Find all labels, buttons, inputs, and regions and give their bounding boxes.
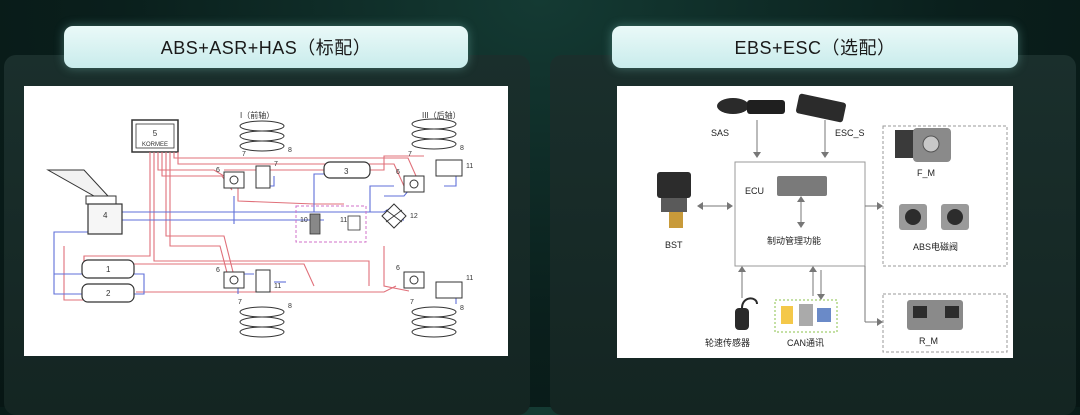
svg-text:7: 7 xyxy=(410,299,414,306)
svg-text:6: 6 xyxy=(216,167,220,174)
svg-text:6: 6 xyxy=(216,267,220,274)
svg-text:8: 8 xyxy=(288,303,292,310)
front-axle-label: I（前轴） xyxy=(240,110,274,120)
svg-text:2: 2 xyxy=(106,289,111,298)
wheel-speed-sensor: 轮速传感器 xyxy=(705,297,758,348)
air-tank-3: 3 xyxy=(323,161,371,179)
svg-text:ESC_S: ESC_S xyxy=(835,128,865,138)
kormee-ecu: 5 KORMEE xyxy=(131,119,179,153)
esc-s-sensor: ESC_S xyxy=(796,93,865,138)
abs-solenoid-valves: ABS电磁阀 xyxy=(899,204,969,252)
abs-schematic: 5 KORMEE I（前轴） III（后轴） xyxy=(24,86,508,356)
svg-text:ABS电磁阀: ABS电磁阀 xyxy=(913,241,958,252)
svg-text:4: 4 xyxy=(103,211,108,220)
rear-bottom-airbag: 8 xyxy=(411,305,464,338)
svg-text:F_M: F_M xyxy=(917,168,935,178)
svg-text:1: 1 xyxy=(106,265,111,274)
rm-group-frame xyxy=(882,293,1008,353)
rear-axle-label: III（后轴） xyxy=(422,110,461,120)
svg-text:6: 6 xyxy=(396,169,400,176)
svg-text:8: 8 xyxy=(460,145,464,152)
ebs-esc-title: EBS+ESC（选配） xyxy=(612,26,1018,68)
svg-text:SAS: SAS xyxy=(711,128,729,138)
r-m-module: R_M xyxy=(907,300,963,346)
abs-asr-has-title: ABS+ASR+HAS（标配） xyxy=(64,26,468,68)
svg-text:8: 8 xyxy=(460,305,464,312)
ecu-unit xyxy=(777,176,827,196)
svg-text:8: 8 xyxy=(288,147,292,154)
svg-text:11: 11 xyxy=(466,275,473,282)
relay-module: 10 11 12 xyxy=(295,203,418,243)
sas-sensor: SAS xyxy=(711,98,785,138)
ecu-brand: KORMEE xyxy=(142,142,168,148)
front-bottom-modulator: 6 11 7 xyxy=(216,267,281,306)
brake-management-label: 制动管理功能 xyxy=(767,235,821,246)
svg-text:10: 10 xyxy=(300,217,308,224)
svg-text:7: 7 xyxy=(274,161,278,168)
f-m-module: F_M xyxy=(895,128,951,178)
svg-text:7: 7 xyxy=(408,151,412,158)
svg-text:11: 11 xyxy=(340,217,347,224)
ecu-number: 5 xyxy=(153,129,158,138)
ebs-block-diagram-drawing: SAS ESC_S F_M BST ECU 制动管理功能 xyxy=(657,93,1008,353)
valve-group-frame xyxy=(882,125,1008,267)
air-tank-2: 2 xyxy=(81,283,135,303)
svg-text:7: 7 xyxy=(242,151,246,158)
valve-4: 4 xyxy=(87,203,123,235)
svg-text:BST: BST xyxy=(665,240,683,250)
can-bus: CAN通讯 xyxy=(774,299,838,348)
rear-top-airbag: 8 xyxy=(411,118,464,152)
ebs-block-diagram: SAS ESC_S F_M BST ECU 制动管理功能 xyxy=(617,86,1013,358)
svg-text:6: 6 xyxy=(396,265,400,272)
svg-text:11: 11 xyxy=(466,163,473,170)
svg-text:3: 3 xyxy=(344,167,349,176)
bst-valve: BST xyxy=(657,172,691,250)
abs-schematic-drawing: 5 KORMEE I（前轴） III（后轴） xyxy=(46,110,473,338)
front-top-modulator: 6 7 7 xyxy=(216,151,278,189)
svg-text:7: 7 xyxy=(238,299,242,306)
svg-text:12: 12 xyxy=(410,213,418,220)
ecu-label: ECU xyxy=(745,186,764,196)
air-tank-1: 1 xyxy=(81,259,135,279)
rear-bottom-modulator: 6 11 7 xyxy=(396,265,473,306)
brake-pedal xyxy=(46,169,117,205)
svg-text:R_M: R_M xyxy=(919,336,938,346)
svg-text:轮速传感器: 轮速传感器 xyxy=(705,337,750,348)
front-top-airbag: 8 xyxy=(239,120,292,154)
front-bottom-airbag: 8 xyxy=(239,303,292,338)
rear-top-modulator: 6 11 7 xyxy=(396,151,473,193)
svg-text:CAN通讯: CAN通讯 xyxy=(787,338,824,348)
svg-text:11: 11 xyxy=(274,283,281,290)
